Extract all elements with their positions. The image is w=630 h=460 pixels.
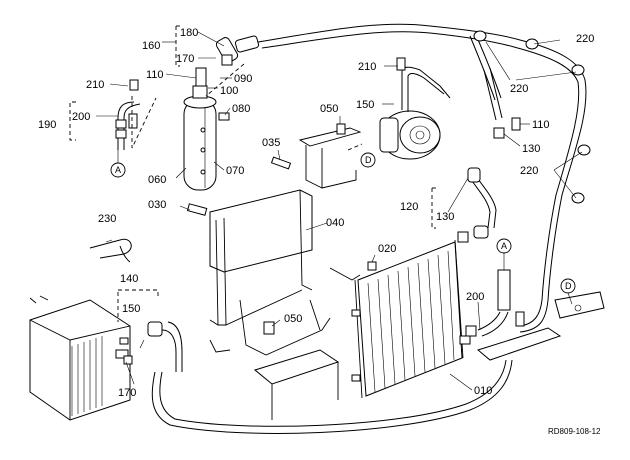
label-030: 030 — [148, 199, 166, 211]
label-080: 080 — [232, 103, 250, 115]
grouping-brackets — [69, 25, 438, 322]
label-230: 230 — [98, 213, 116, 225]
hose-lines — [151, 23, 587, 434]
compressor — [379, 57, 521, 160]
label-170-bottom: 170 — [118, 387, 136, 399]
receiver-drier — [183, 35, 260, 191]
evaporator-unit — [29, 295, 183, 421]
label-130-mid: 130 — [436, 211, 454, 223]
label-150-left: 150 — [122, 303, 140, 315]
leader-lines — [96, 31, 583, 391]
label-220-top: 220 — [576, 33, 594, 45]
label-220-mid: 220 — [510, 83, 528, 95]
label-180: 180 — [180, 27, 198, 39]
left-pipe-fittings — [115, 79, 141, 150]
label-200-right: 200 — [466, 291, 484, 303]
label-050-bottom: 050 — [284, 313, 302, 325]
clip — [89, 238, 132, 263]
marker-a-right: A — [501, 241, 507, 251]
part-labels: 180 160 170 110 090 100 080 210 200 190 … — [38, 27, 594, 399]
condenser — [351, 225, 489, 399]
fasteners — [186, 123, 377, 271]
hose-clamps — [473, 30, 591, 204]
label-200-left: 200 — [72, 111, 90, 123]
label-140: 140 — [120, 273, 138, 285]
label-090: 090 — [234, 73, 252, 85]
label-190: 190 — [38, 119, 56, 131]
label-130-right: 130 — [522, 143, 540, 155]
liquid-line — [465, 269, 525, 337]
label-220-right: 220 — [520, 165, 538, 177]
label-150-right: 150 — [356, 99, 374, 111]
label-120: 120 — [400, 201, 418, 213]
label-035: 035 — [262, 137, 280, 149]
label-070: 070 — [226, 165, 244, 177]
label-160: 160 — [142, 40, 160, 52]
label-170-top: 170 — [176, 53, 194, 65]
label-110-left: 110 — [146, 69, 164, 81]
label-050-top: 050 — [320, 103, 338, 115]
label-010: 010 — [474, 385, 492, 397]
marker-a-left: A — [115, 165, 121, 175]
discharge-hose — [467, 167, 497, 229]
label-040: 040 — [326, 217, 344, 229]
label-020: 020 — [378, 243, 396, 255]
reference-code: RD809-108-12 — [548, 427, 601, 436]
label-210-right: 210 — [358, 61, 376, 73]
marker-d-right: D — [565, 281, 572, 291]
label-100: 100 — [220, 85, 238, 97]
right-bracket — [476, 291, 605, 361]
bottom-bracket — [253, 321, 340, 420]
marker-d-top: D — [365, 155, 372, 165]
label-110-right: 110 — [532, 119, 550, 131]
support-frame — [209, 127, 362, 356]
label-210-left: 210 — [86, 79, 104, 91]
connection-markers: A A D D — [110, 150, 576, 305]
label-060: 060 — [148, 174, 166, 186]
